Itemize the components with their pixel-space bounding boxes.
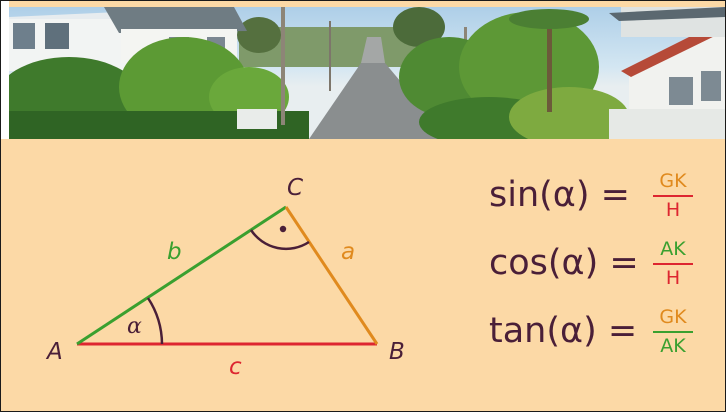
tangent-formula: tan(α) = GK AK [489,305,719,365]
side-a-line [284,206,379,345]
sine-fraction-bar [653,195,693,197]
cosine-fraction: AK H [653,237,693,289]
side-b-label: b [167,239,182,265]
vertex-c-label: C [287,175,303,201]
sine-numerator: GK [659,170,687,192]
right-triangle-diagram: A B C b a c α [45,175,405,380]
vertex-a-label: A [45,339,63,365]
tangent-numerator: GK [659,306,687,328]
sine-function-label: sin(α) = [489,175,630,215]
trig-panel: A B C b a c α sin(α) = GK H cos(α) = AK [1,139,725,411]
side-c-label: c [229,354,242,380]
street-photo-illustration [9,7,725,139]
street-photo [9,7,725,139]
tangent-fraction-bar [653,331,693,333]
tangent-fraction: GK AK [653,305,693,357]
cosine-numerator: AK [660,238,686,260]
right-angle-dot-icon [279,225,287,233]
cosine-function-label: cos(α) = [489,243,639,283]
cosine-fraction-bar [653,263,693,265]
angle-alpha-arc [146,297,164,345]
tangent-denominator: AK [660,335,686,357]
sine-fraction: GK H [653,169,693,221]
angle-alpha-label: α [127,314,142,339]
cosine-formula: cos(α) = AK H [489,237,719,297]
right-angle-arc [249,229,310,251]
sine-denominator: H [665,199,681,221]
tangent-function-label: tan(α) = [489,311,638,351]
vertex-b-label: B [389,339,405,365]
side-a-label: a [341,239,355,265]
sine-formula: sin(α) = GK H [489,169,719,229]
cosine-denominator: H [665,267,681,289]
photo-margin [1,1,9,139]
side-b-line [76,205,287,346]
